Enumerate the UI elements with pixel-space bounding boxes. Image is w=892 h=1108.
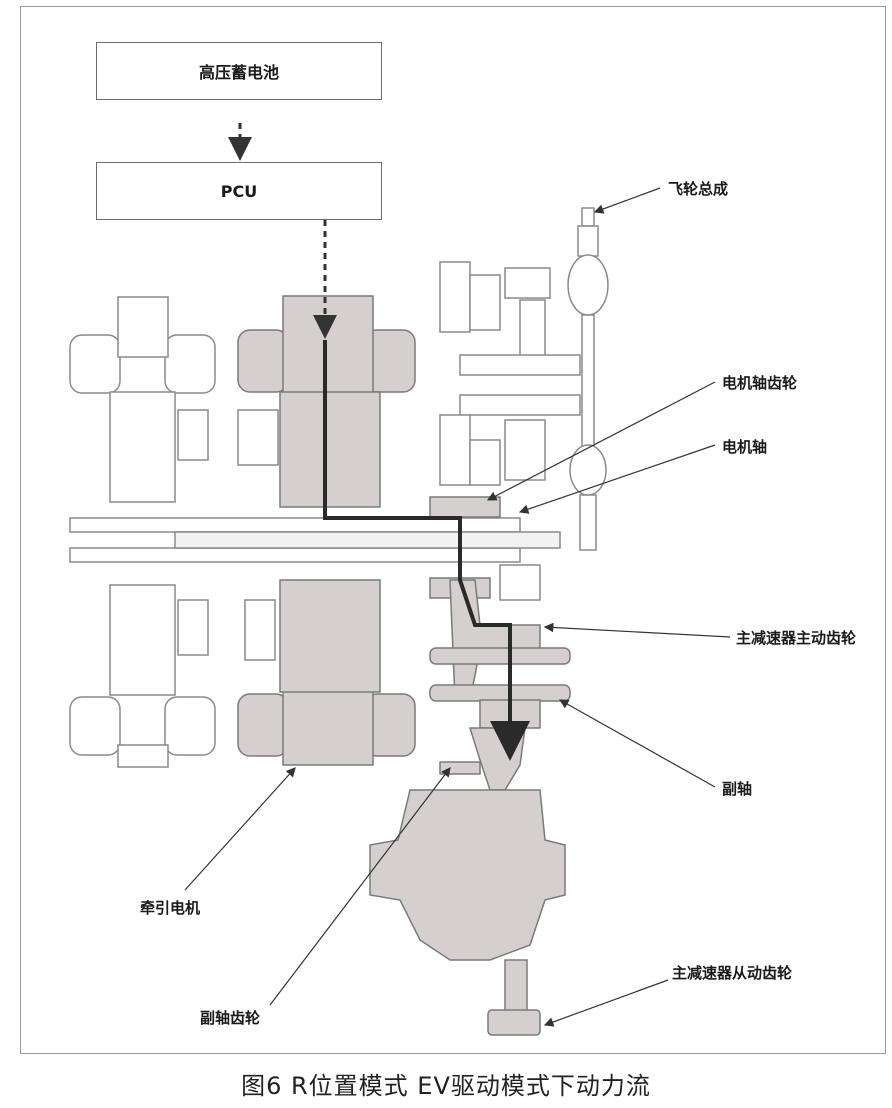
left-rotor-assembly — [69, 296, 216, 768]
transmission-cross-section — [69, 123, 731, 1036]
battery-label: 高压蓄电池 — [198, 63, 279, 82]
label-final-drive-gear: 主减速器主动齿轮 — [736, 629, 857, 647]
traction-motor-parts — [237, 295, 416, 766]
figure-caption: 图6 R位置模式 EV驱动模式下动力流 — [241, 1072, 651, 1100]
pcu-label: PCU — [220, 181, 258, 201]
label-countershaft: 副轴 — [722, 780, 753, 798]
pcu-box: PCU — [96, 162, 382, 220]
label-traction-motor: 牵引电机 — [140, 899, 201, 917]
label-final-driven-gear: 主减速器从动齿轮 — [672, 964, 793, 982]
label-countershaft-gear: 副轴齿轮 — [200, 1009, 261, 1027]
power-flow-path — [323, 340, 530, 761]
label-flywheel: 飞轮总成 — [668, 180, 729, 198]
label-motor-shaft-gear: 电机轴齿轮 — [722, 374, 798, 392]
battery-box: 高压蓄电池 — [96, 42, 382, 100]
stator-outline — [237, 409, 279, 661]
clutch-assembly — [439, 261, 581, 601]
label-motor-shaft: 电机轴 — [722, 438, 768, 456]
main-shafts — [69, 517, 561, 563]
countershaft-and-final-drive — [369, 579, 571, 1036]
figure-frame — [20, 6, 886, 1054]
flywheel-assembly — [567, 207, 609, 551]
leader-lines — [184, 187, 731, 1027]
